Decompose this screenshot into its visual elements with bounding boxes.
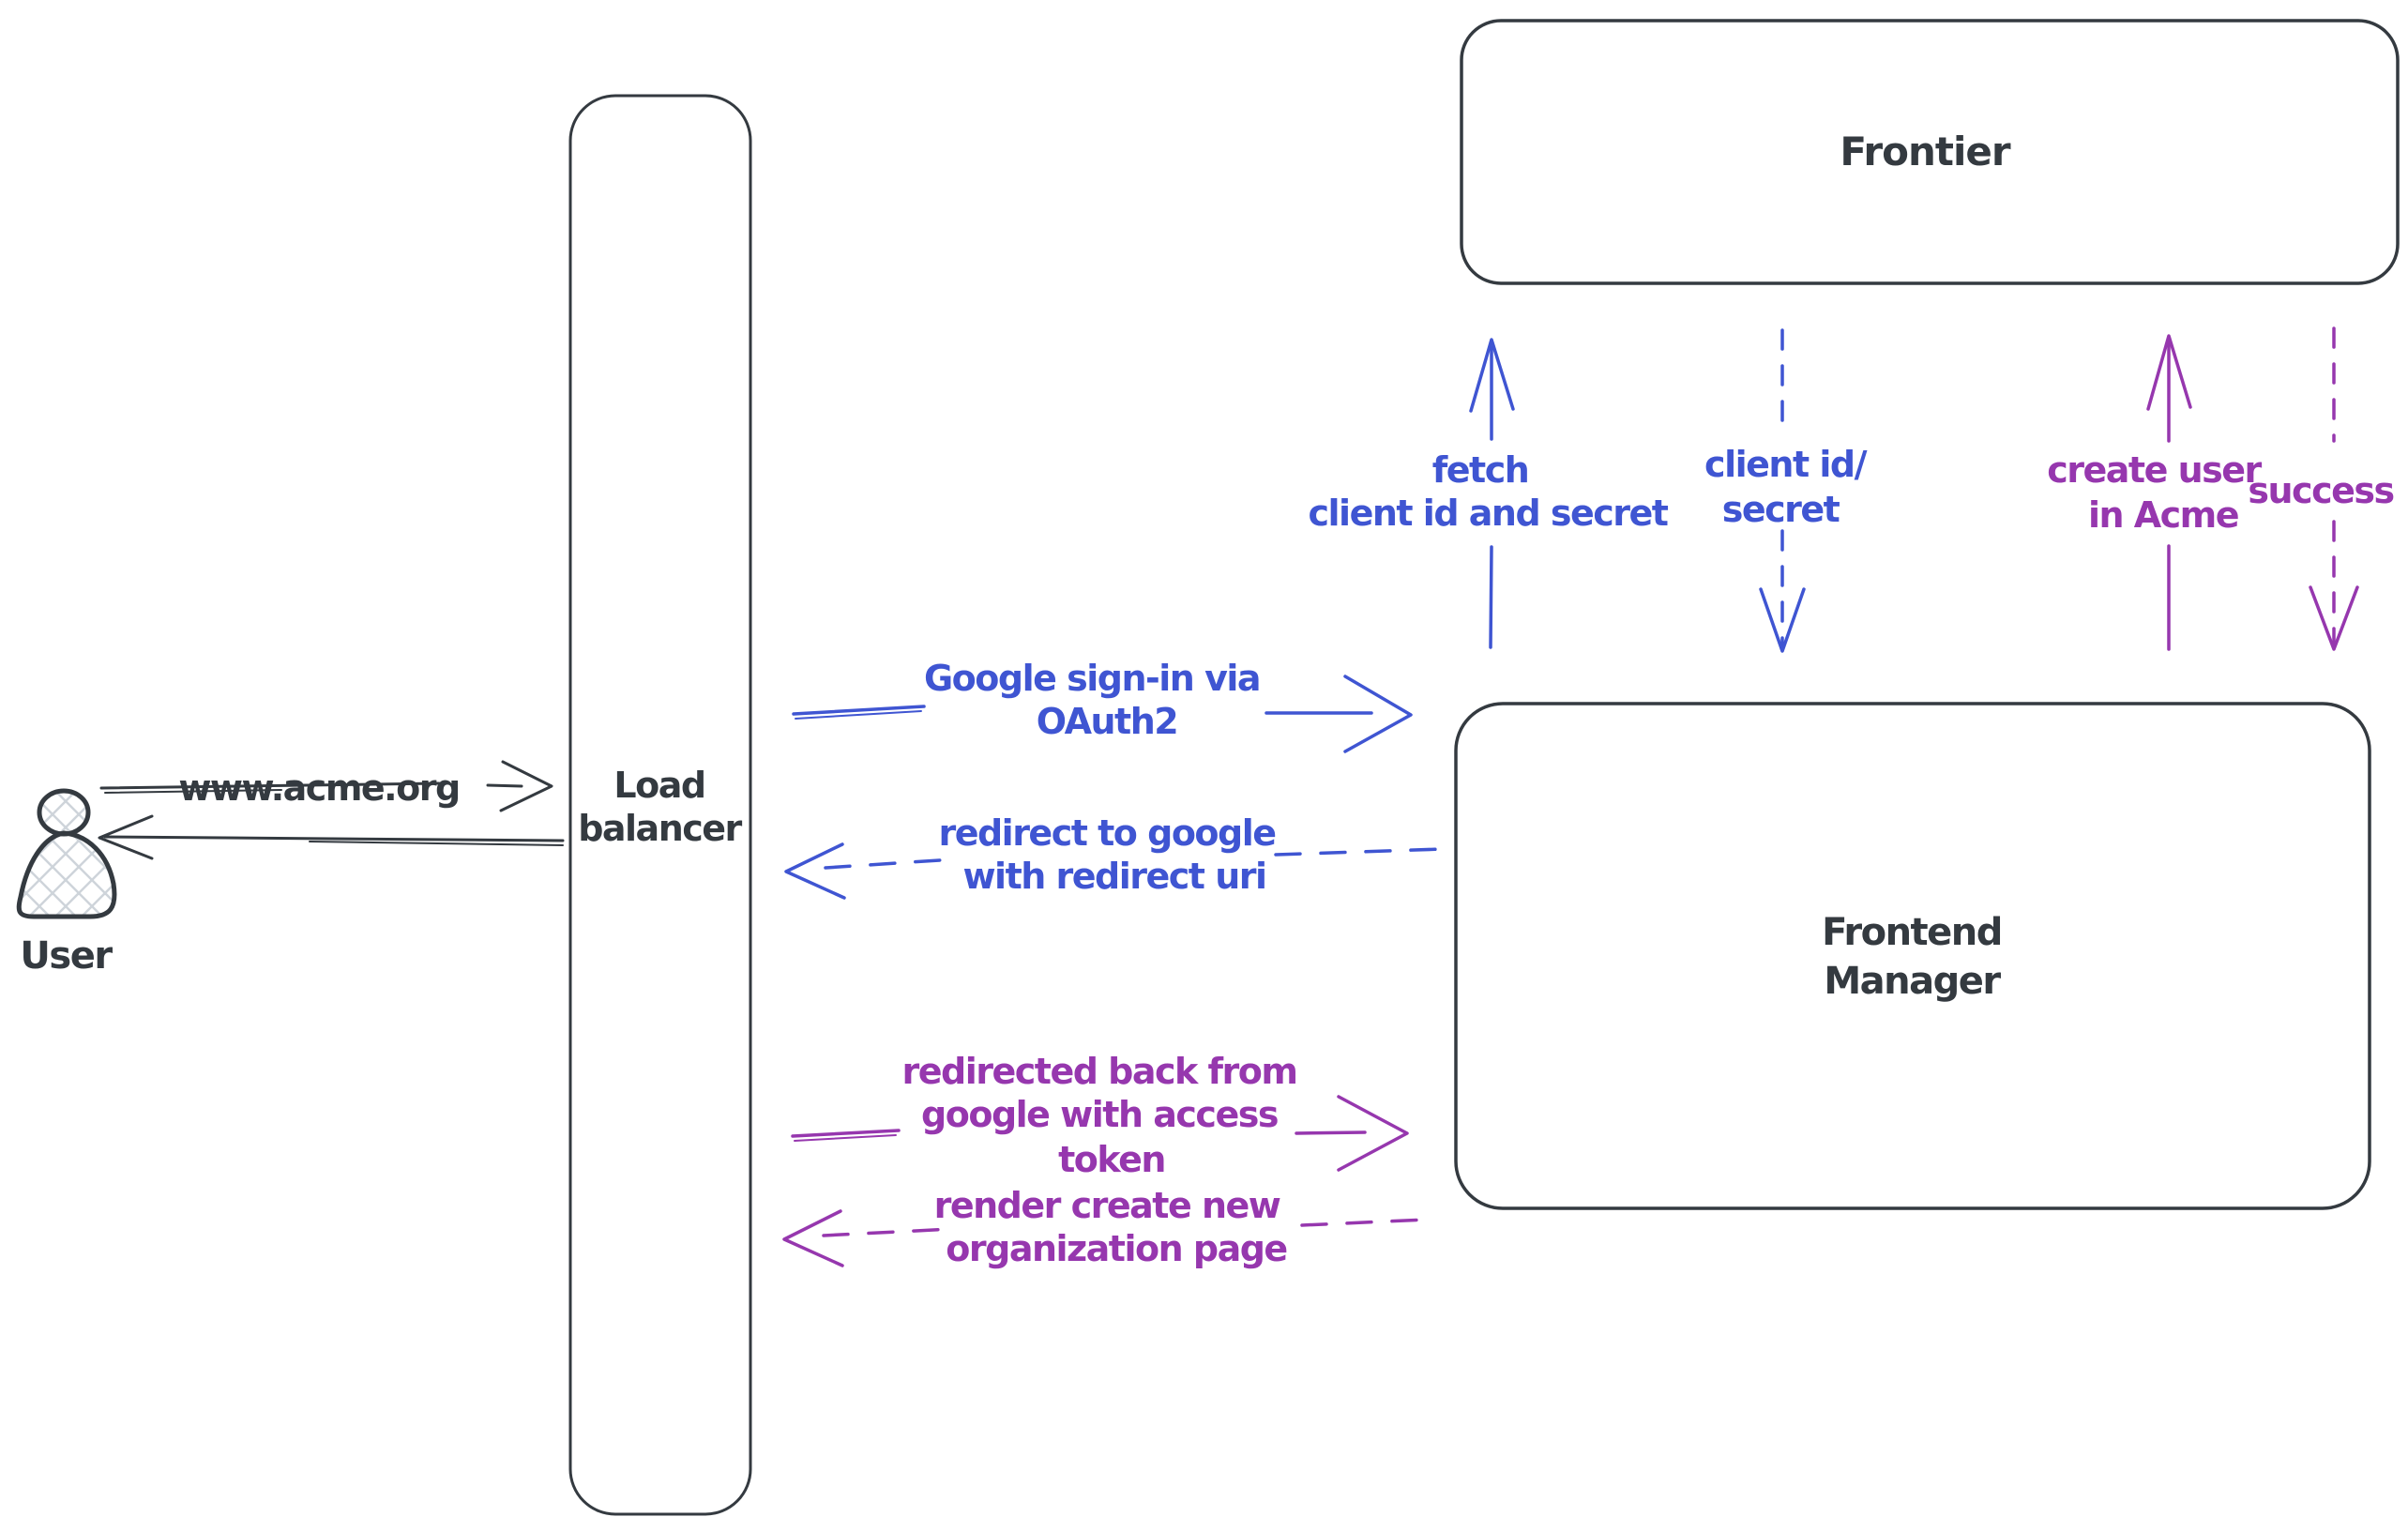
redirected-back-arrow-line2	[794, 1134, 897, 1142]
create-user-label-line2: in Acme	[2088, 494, 2238, 536]
render-org-arrow-line2	[1300, 1218, 1428, 1227]
dark-labels: User www.acme.org Load balancer Frontier…	[20, 129, 2011, 1003]
blue-labels: Google sign-in via OAuth2 redirect to go…	[924, 444, 1869, 897]
frontier-label: Frontier	[1840, 129, 2010, 174]
client-secret-label-line1: client id/	[1704, 444, 1868, 485]
redirected-back-arrow-line3	[1295, 1130, 1367, 1135]
acme-request-arrow-line3	[486, 783, 523, 788]
redirect-google-arrowhead	[784, 842, 846, 900]
purple-labels: create user in Acme success redirected b…	[902, 449, 2396, 1269]
load-balancer-box	[568, 94, 752, 1516]
client-secret-arrowhead	[1759, 587, 1806, 653]
frontend-manager-box	[1454, 702, 2371, 1210]
fetch-secret-arrowhead	[1469, 338, 1515, 413]
dark-shapes	[16, 19, 2400, 1516]
google-signin-label-line2: OAuth2	[1037, 701, 1177, 742]
render-org-arrow-line	[822, 1227, 953, 1237]
google-signin-label-line1: Google sign-in via	[924, 658, 1260, 699]
redirect-google-label-line1: redirect to google	[938, 812, 1275, 854]
user-icon-body	[16, 830, 117, 919]
acme-response-arrow-line	[103, 835, 565, 842]
google-signin-arrowhead	[1343, 675, 1413, 753]
render-org-label-line1: render create new	[934, 1185, 1280, 1226]
acme-request-arrow-line2	[104, 789, 282, 794]
redirected-back-label-line2: google with access	[921, 1094, 1278, 1135]
user-label: User	[20, 934, 113, 978]
fetch-secret-label-line2: client id and secret	[1309, 493, 1669, 534]
success-arrowhead	[2309, 585, 2359, 651]
fetch-secret-arrow-line	[1489, 545, 1493, 649]
frontier-box	[1460, 19, 2400, 285]
client-secret-label-line2: secret	[1722, 489, 1840, 530]
create-user-label-line1: create user	[2047, 449, 2262, 491]
google-signin-arrow-line	[792, 705, 926, 716]
create-user-arrowhead	[2146, 334, 2192, 411]
redirected-back-arrowhead	[1337, 1095, 1409, 1172]
success-label: success	[2248, 470, 2393, 511]
redirect-google-arrow-line2	[1274, 847, 1445, 857]
purple-arrows	[782, 326, 2359, 1267]
load-balancer-label-line1: Load	[613, 765, 704, 806]
user-icon-head	[37, 788, 91, 837]
blue-arrows	[784, 328, 1806, 900]
acme-response-arrowhead	[98, 814, 154, 860]
acme-request-arrowhead	[499, 760, 553, 812]
redirected-back-label-line3: token	[1058, 1139, 1165, 1180]
redirected-back-arrow-line	[791, 1129, 901, 1138]
fetch-secret-label-line1: fetch	[1432, 449, 1529, 491]
acme-request-arrow-line	[99, 781, 441, 790]
google-signin-arrow-line2	[795, 710, 922, 720]
redirect-google-label-line2: with redirect uri	[962, 856, 1265, 897]
redirect-google-arrow-line	[824, 857, 955, 870]
frontend-manager-label-line1: Frontend	[1822, 911, 2002, 954]
acme-response-arrow-line2	[309, 841, 564, 846]
render-org-arrowhead	[782, 1209, 844, 1267]
acme-url-label: www.acme.org	[178, 767, 459, 809]
render-org-label-line2: organization page	[946, 1228, 1286, 1269]
redirected-back-label-line1: redirected back from	[902, 1051, 1297, 1092]
frontend-manager-label-line2: Manager	[1824, 960, 2001, 1003]
load-balancer-label-line2: balancer	[578, 808, 742, 849]
